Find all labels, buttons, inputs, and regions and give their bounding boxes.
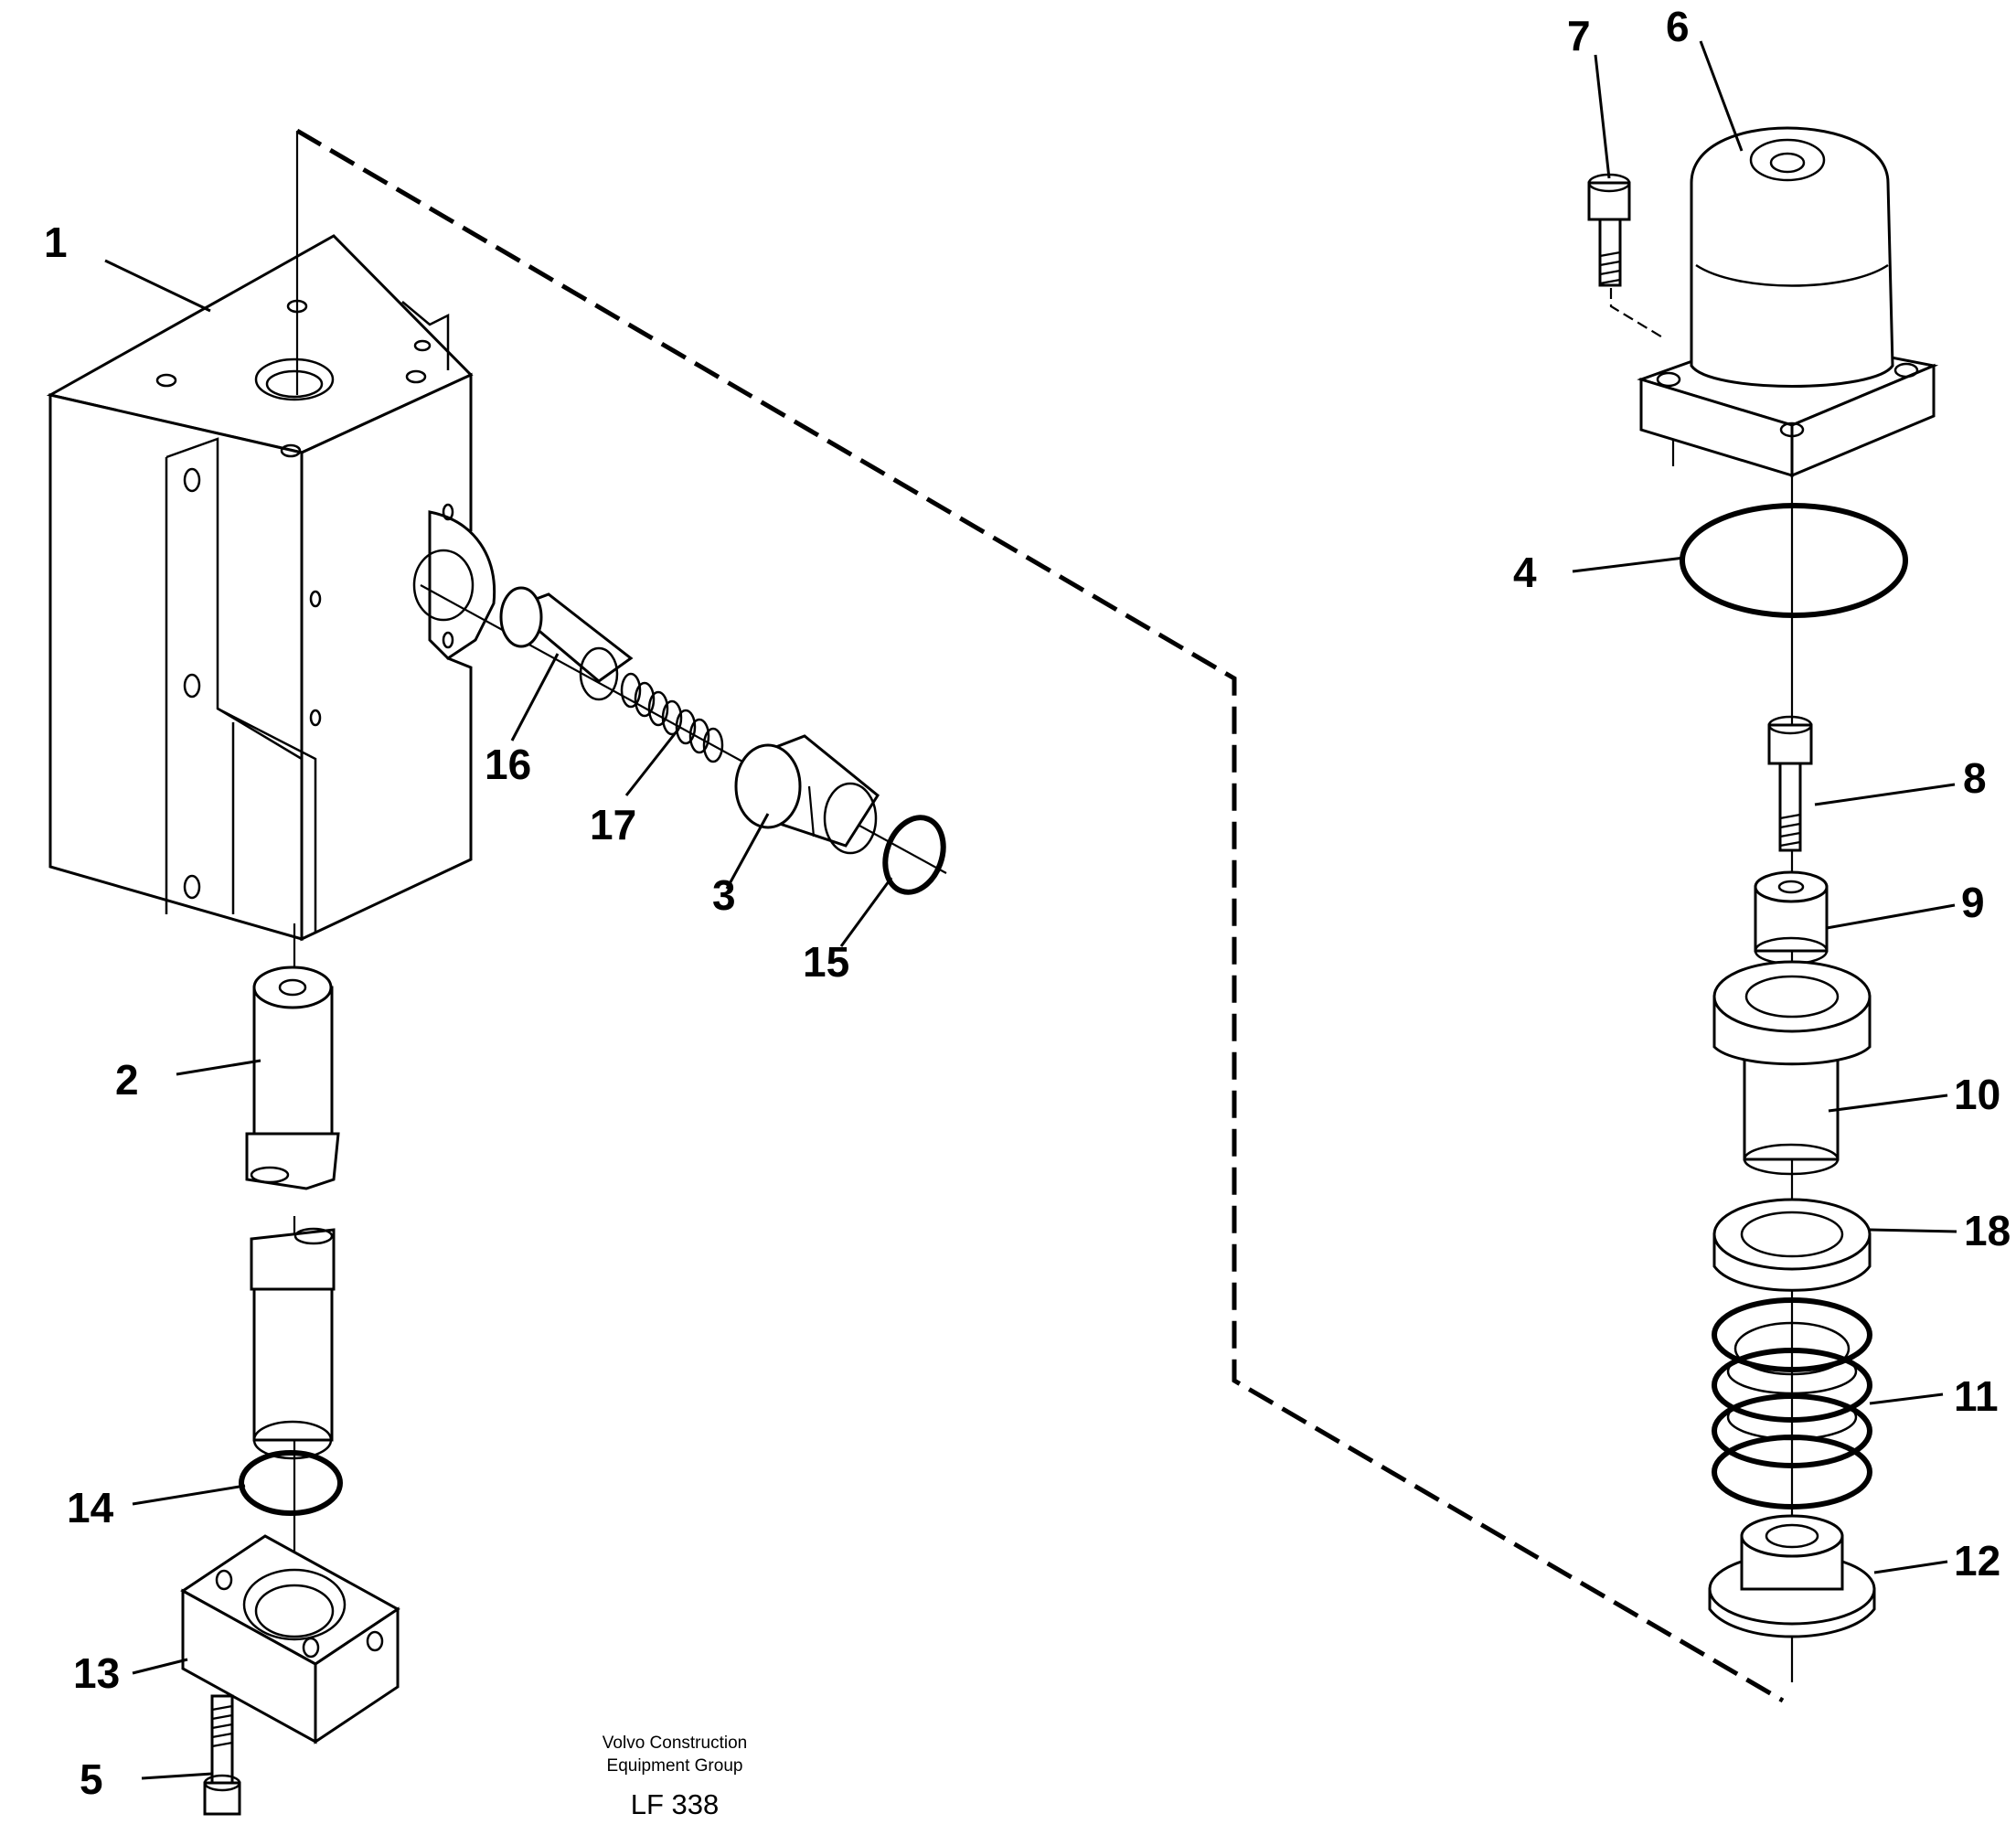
- pilot-cap-part-6: [1637, 126, 1939, 478]
- caption-company-line1: Volvo Construction: [603, 1734, 747, 1753]
- part-label-17: 17: [590, 801, 636, 848]
- bolt-part-7: [1587, 173, 1631, 287]
- part-label-3: 3: [712, 871, 736, 919]
- cover-block-part-13: [180, 1534, 400, 1744]
- spring-part-11: [1712, 1297, 1872, 1510]
- plug-part-3: [734, 734, 880, 855]
- part-label-8: 8: [1963, 754, 1987, 802]
- bolt-part-8: [1767, 715, 1813, 852]
- o-ring-part-15: [882, 815, 946, 895]
- leader-lines: [104, 40, 1957, 1780]
- bolt-part-5: [203, 1694, 241, 1816]
- part-label-13: 13: [73, 1649, 120, 1697]
- caption-company-line2: Equipment Group: [607, 1756, 743, 1776]
- spacer-part-9: [1754, 870, 1829, 966]
- o-ring-part-4: [1680, 503, 1908, 618]
- axis-line: [420, 584, 947, 874]
- sleeve-part-16: [499, 586, 634, 701]
- o-ring-part-14: [239, 1450, 343, 1516]
- spring-seat-part-12: [1708, 1514, 1876, 1638]
- part-label-4: 4: [1513, 549, 1537, 596]
- part-label-15: 15: [803, 938, 849, 986]
- part-label-16: 16: [485, 741, 531, 788]
- spring-seat-part-10: [1712, 960, 1872, 1176]
- part-label-14: 14: [67, 1484, 114, 1531]
- part-label-7: 7: [1567, 12, 1591, 59]
- part-label-1: 1: [44, 219, 68, 266]
- drawing-code: LF 338: [631, 1788, 720, 1820]
- part-label-6: 6: [1666, 3, 1690, 50]
- valve-body-part-1: [46, 234, 496, 942]
- part-label-2: 2: [115, 1056, 139, 1104]
- part-label-18: 18: [1964, 1207, 2011, 1254]
- axis-line: [1609, 288, 1665, 339]
- part-label-12: 12: [1954, 1537, 2000, 1584]
- assembly-reference-dashed-line: [295, 128, 1785, 1703]
- spool-part-2: [245, 966, 340, 1460]
- part-label-11: 11: [1954, 1372, 1999, 1420]
- part-label-10: 10: [1954, 1071, 2000, 1118]
- washer-part-18: [1712, 1198, 1872, 1292]
- spring-part-17: [620, 672, 724, 763]
- part-label-9: 9: [1961, 879, 1985, 926]
- part-label-5: 5: [80, 1755, 103, 1803]
